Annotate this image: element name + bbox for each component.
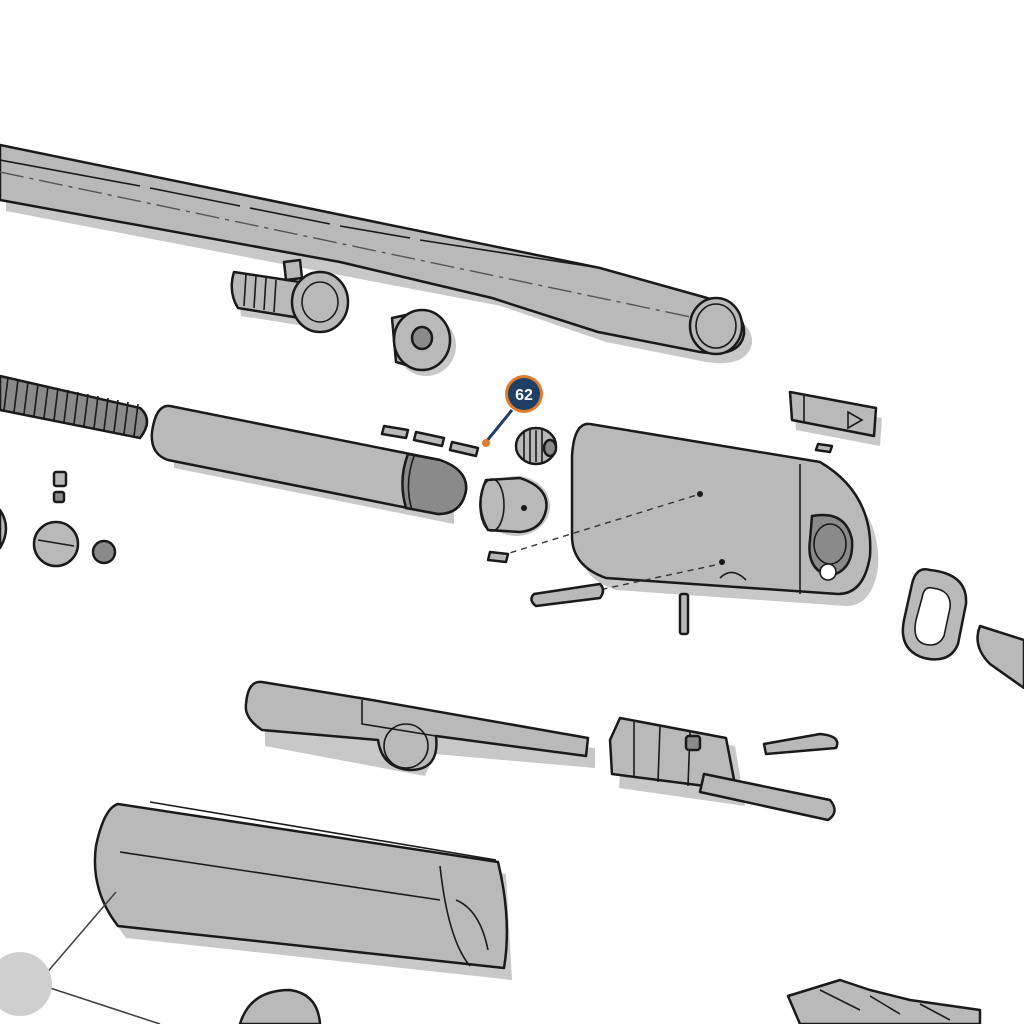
trigger-group-partial: [786, 978, 982, 1024]
barrel: [0, 143, 753, 364]
bolt-assembly: [608, 716, 836, 822]
receiver: [499, 422, 879, 606]
callout-label: 62: [515, 387, 533, 404]
small-left-parts: [0, 470, 117, 568]
firing-pin: [762, 732, 839, 756]
trigger-plate-pin: [530, 582, 605, 608]
callout-62[interactable]: 62: [482, 375, 543, 447]
action-bar-lock: [788, 390, 882, 446]
small-spring-clip: [814, 442, 834, 454]
small-vertical-pin: [678, 592, 690, 636]
forend: [93, 801, 512, 980]
action-slide: [244, 680, 595, 776]
magazine-tube: [150, 404, 468, 524]
knurled-nut: [514, 426, 558, 466]
bottom-left-callout: [0, 891, 161, 1024]
callout-badge: [508, 378, 540, 410]
stock-bolt: [976, 624, 1024, 690]
stock-partial: [238, 988, 322, 1024]
sling-swivel: [901, 568, 968, 661]
magazine-spring: [0, 374, 149, 440]
magazine-follower: [479, 476, 550, 536]
barrel-ring: [230, 258, 350, 334]
magazine-cap: [390, 308, 456, 376]
small-pins: [380, 424, 480, 458]
receiver-screw: [486, 550, 510, 564]
leader-dot: [482, 439, 490, 447]
